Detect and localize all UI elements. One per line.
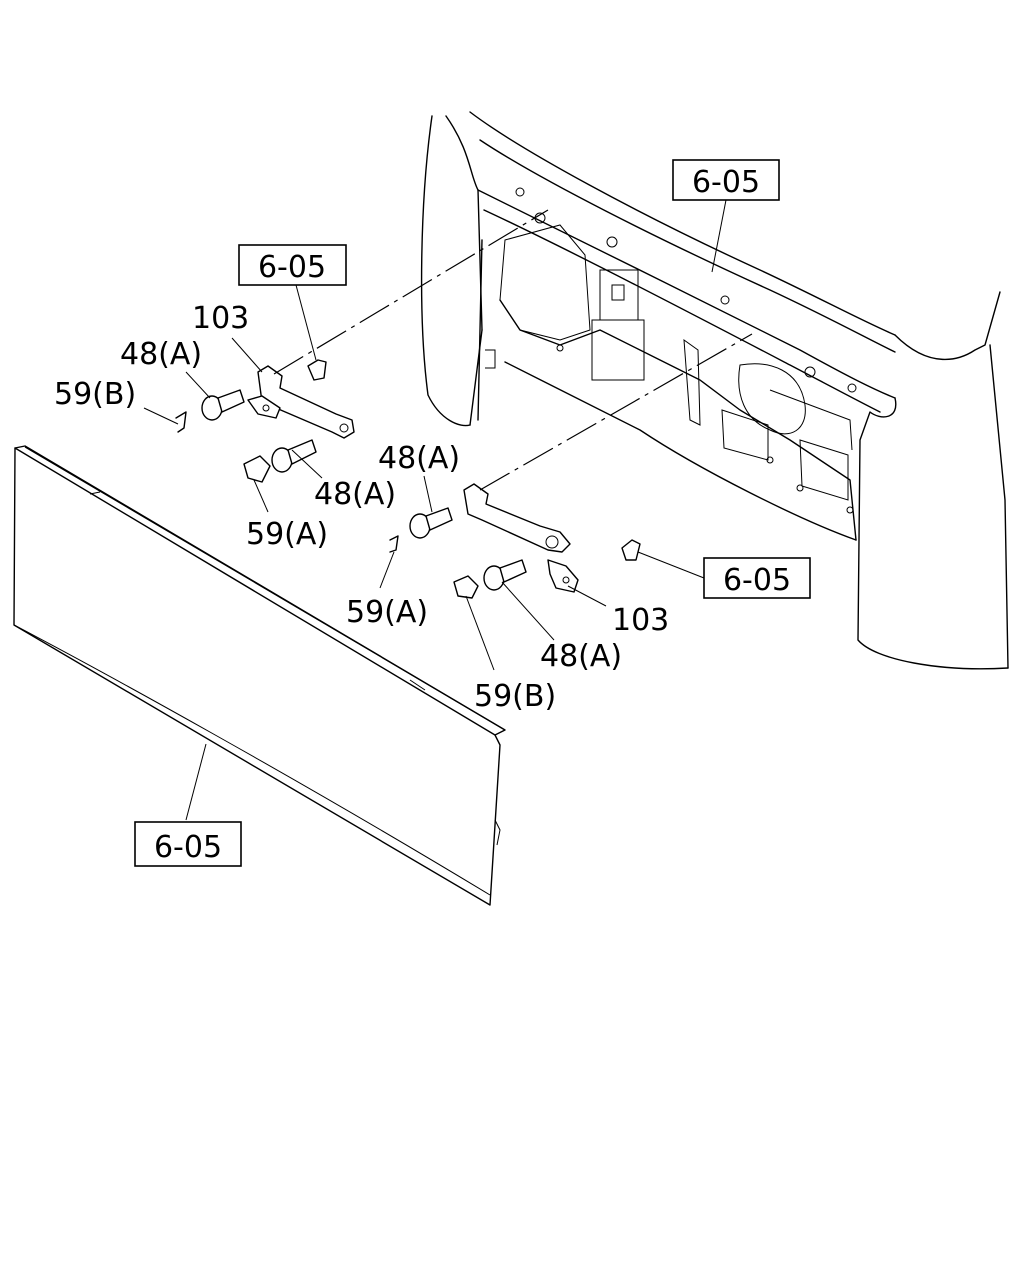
bolt-48a-right-bottom	[483, 559, 527, 591]
cap-59a-left	[243, 455, 271, 483]
label-59b-left: 59(B)	[54, 377, 136, 412]
clip-59b-left	[175, 411, 187, 433]
svg-text:6-05: 6-05	[258, 250, 326, 285]
label-48a-left-top: 48(A)	[120, 337, 202, 372]
ref-box-top-right: 6-05	[672, 159, 780, 201]
svg-text:6-05: 6-05	[723, 563, 791, 598]
label-59a-left: 59(A)	[246, 517, 328, 552]
screw-right	[621, 539, 641, 561]
screw-left-top	[307, 359, 327, 381]
assembly-lines	[24, 209, 753, 731]
label-103-right: 103	[612, 603, 669, 638]
label-59a-right: 59(A)	[346, 595, 428, 630]
cap-59b-right	[453, 575, 479, 599]
hinge-bracket-left	[247, 365, 355, 439]
svg-text:6-05: 6-05	[154, 830, 222, 865]
label-48a-left-bottom: 48(A)	[314, 477, 396, 512]
label-59b-right: 59(B)	[474, 679, 556, 714]
bolt-48a-left-top	[201, 389, 245, 421]
ref-box-mid-right: 6-05	[703, 557, 811, 599]
ref-box-bottom: 6-05	[134, 821, 242, 867]
label-48a-right-bottom: 48(A)	[540, 639, 622, 674]
bolt-48a-right-top	[409, 507, 453, 539]
label-48a-right-top: 48(A)	[378, 441, 460, 476]
hinge-bracket-right	[463, 483, 579, 593]
leader-lines	[143, 199, 727, 821]
label-103-left: 103	[192, 301, 249, 336]
clip-59a-right	[389, 535, 399, 553]
svg-text:6-05: 6-05	[692, 165, 760, 200]
cab-front-panel	[420, 111, 1009, 670]
ref-box-top-left: 6-05	[238, 244, 347, 286]
bolt-48a-left-bottom	[271, 439, 317, 473]
